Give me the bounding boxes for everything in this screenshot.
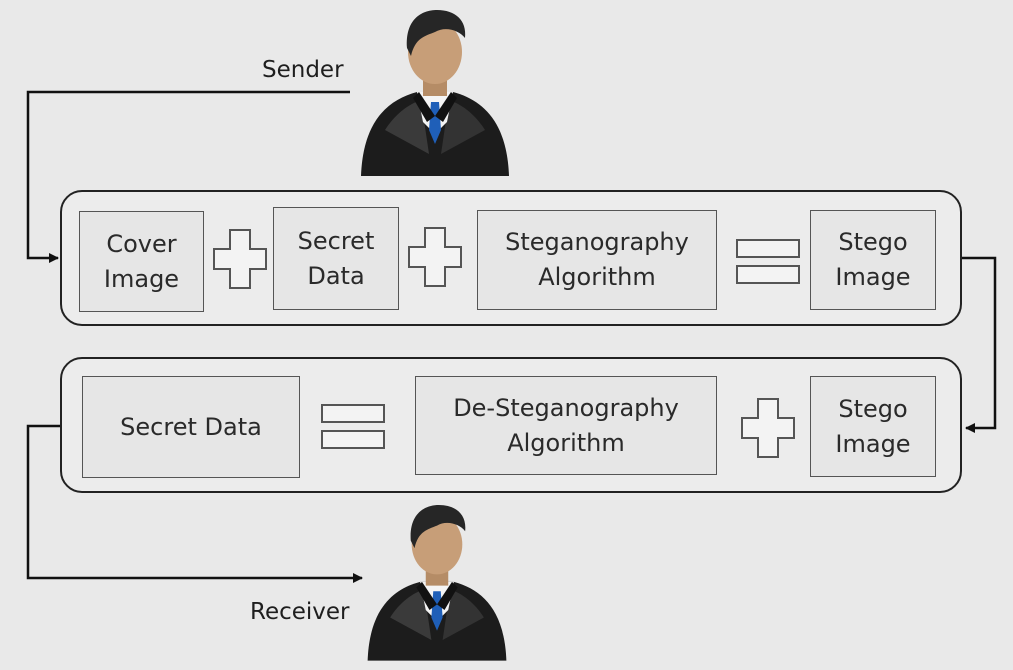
extraction-to-receiver-arrow	[26, 424, 363, 583]
embedding-to-extraction-arrow	[962, 256, 997, 433]
receiver-person-icon	[367, 505, 507, 661]
plus-icon	[741, 398, 795, 458]
plus-icon	[408, 227, 462, 287]
plus-icon	[213, 229, 267, 289]
cover-image-box: Cover Image	[79, 211, 204, 312]
recovered-secret-data-box: Secret Data	[82, 376, 300, 478]
equals-icon	[736, 239, 800, 284]
stego-image-input-box: Stego Image	[810, 376, 936, 477]
de-steganography-algorithm-box: De-Steganography Algorithm	[415, 376, 717, 475]
secret-data-box: Secret Data	[273, 207, 399, 310]
sender-label: Sender	[262, 57, 344, 83]
sender-person-icon	[361, 10, 509, 176]
stego-image-output-box: Stego Image	[810, 210, 936, 310]
equals-icon	[321, 404, 385, 449]
receiver-label: Receiver	[250, 599, 350, 625]
steganography-algorithm-box: Steganography Algorithm	[477, 210, 717, 310]
sender-to-embedding-arrow	[26, 90, 350, 263]
